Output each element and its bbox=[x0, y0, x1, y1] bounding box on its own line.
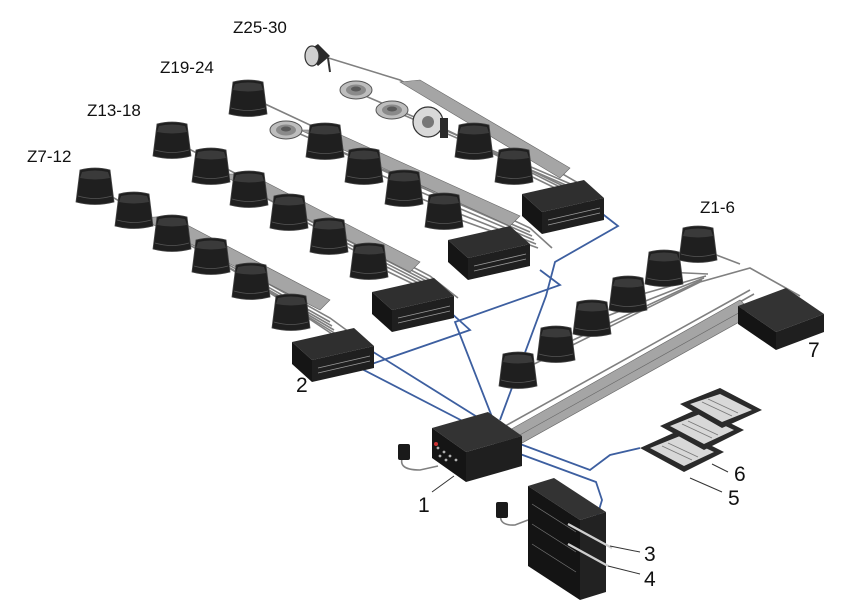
speaker-icon bbox=[494, 147, 534, 185]
callout-5: 5 bbox=[728, 487, 740, 510]
cabling-blue bbox=[357, 211, 641, 521]
speaker-icon bbox=[344, 147, 384, 185]
power-adapter-icon bbox=[496, 502, 508, 518]
speaker-icon bbox=[536, 325, 576, 363]
speaker-icon bbox=[454, 122, 494, 160]
zone-label-z13-18: Z13-18 bbox=[87, 101, 141, 120]
callout-leaders bbox=[431, 463, 729, 575]
speaker-icon bbox=[191, 237, 231, 275]
paging-station-icon bbox=[640, 430, 724, 472]
speaker-icon bbox=[309, 217, 349, 255]
zone-label-z7-12: Z7-12 bbox=[27, 147, 71, 166]
speaker-icon bbox=[114, 191, 154, 229]
zone-label-z19-24: Z19-24 bbox=[160, 58, 214, 77]
amplifier-icon bbox=[447, 225, 531, 281]
paging-station-icon bbox=[660, 408, 744, 450]
callout-2: 2 bbox=[296, 374, 308, 397]
speaker-icon bbox=[152, 121, 192, 159]
speaker-icon bbox=[644, 249, 684, 287]
ceiling-speaker-icon bbox=[339, 80, 373, 100]
speaker-icon bbox=[349, 242, 389, 280]
callout-7: 7 bbox=[808, 339, 820, 362]
speaker-icon bbox=[231, 262, 271, 300]
power-adapter-icon bbox=[398, 444, 410, 460]
callout-6: 6 bbox=[734, 463, 746, 486]
main-controller bbox=[432, 412, 522, 482]
callout-4: 4 bbox=[644, 568, 656, 591]
zone-z25-30-speakers bbox=[304, 44, 534, 185]
speaker-icon bbox=[75, 167, 115, 205]
paging-stations bbox=[640, 388, 762, 472]
speaker-icon bbox=[228, 79, 268, 117]
paging-station-icon bbox=[680, 388, 762, 428]
zone-label-z25-30: Z25-30 bbox=[233, 18, 287, 37]
amplifier-7 bbox=[738, 288, 824, 350]
speaker-icon bbox=[191, 147, 231, 185]
ceiling-speaker-icon bbox=[269, 120, 303, 140]
speaker-icon bbox=[424, 192, 464, 230]
speaker-icon bbox=[269, 193, 309, 231]
callout-3: 3 bbox=[644, 543, 656, 566]
speaker-icon bbox=[229, 170, 269, 208]
speaker-icon bbox=[152, 214, 192, 252]
speaker-icon bbox=[498, 351, 538, 389]
speaker-icon bbox=[572, 299, 612, 337]
speaker-icon bbox=[384, 169, 424, 207]
amplifier-icon bbox=[521, 179, 605, 235]
ceiling-speaker-icon bbox=[375, 100, 409, 120]
speaker-icon bbox=[678, 225, 718, 263]
horn-speaker-icon bbox=[304, 44, 331, 73]
horn-speaker-icon bbox=[412, 106, 448, 138]
rack-unit bbox=[528, 478, 613, 600]
zone-z1-6-speakers bbox=[498, 225, 718, 389]
speaker-icon bbox=[305, 122, 345, 160]
speaker-icon bbox=[271, 293, 311, 331]
zone-label-z1-6: Z1-6 bbox=[700, 198, 735, 217]
callout-1: 1 bbox=[418, 494, 430, 517]
speaker-icon bbox=[608, 275, 648, 313]
amplifier-icon bbox=[371, 277, 455, 333]
